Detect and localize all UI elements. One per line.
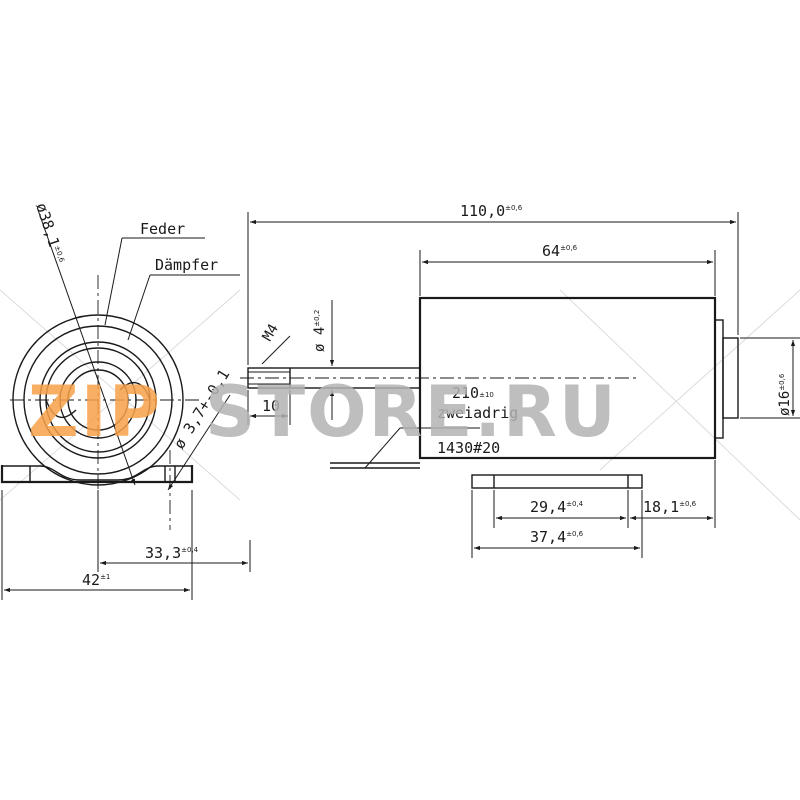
mount-hole-spacing-label: 29,4±0,4 <box>530 498 584 516</box>
watermark-pattern <box>0 289 800 521</box>
daempfer-label: Dämpfer <box>155 256 218 274</box>
wire-spec-label: 1430#20 <box>437 439 500 457</box>
base-width-label: 42±1 <box>82 571 110 589</box>
front-view: ø38,1±0,6 Feder Dämpfer ø 3,7+-0,1 33,3±… <box>0 201 251 600</box>
watermark-zip: ZIP <box>28 371 162 453</box>
thread-length-label: 10 <box>262 397 280 415</box>
m4-label: M4 <box>260 321 282 344</box>
feder-label: Feder <box>140 220 185 238</box>
plunger-dia-label: ø 4±0,2 <box>312 310 328 352</box>
watermark-store: STORE.RU <box>205 371 618 453</box>
wire-type-label: zweiadrig <box>437 404 518 422</box>
mount-length-label: 37,4±0,6 <box>530 528 584 546</box>
body-length-label: 64±0,6 <box>542 242 578 260</box>
side-view: 110,0±0,6 64±0,6 ø 4±0,2 M4 10 210±10 zw… <box>240 202 800 558</box>
wire-length-label: 210±10 <box>452 384 494 402</box>
watermark: ZIP STORE.RU <box>28 371 618 453</box>
mount-offset-label: 18,1±0,6 <box>643 498 697 516</box>
total-length-label: 110,0±0,6 <box>460 202 523 220</box>
hole-spacing-front-label: 33,3±0,4 <box>145 544 199 562</box>
end-dia-label: ø16±0,6 <box>777 373 793 416</box>
body-dia-label: ø38,1±0,6 <box>32 201 68 266</box>
